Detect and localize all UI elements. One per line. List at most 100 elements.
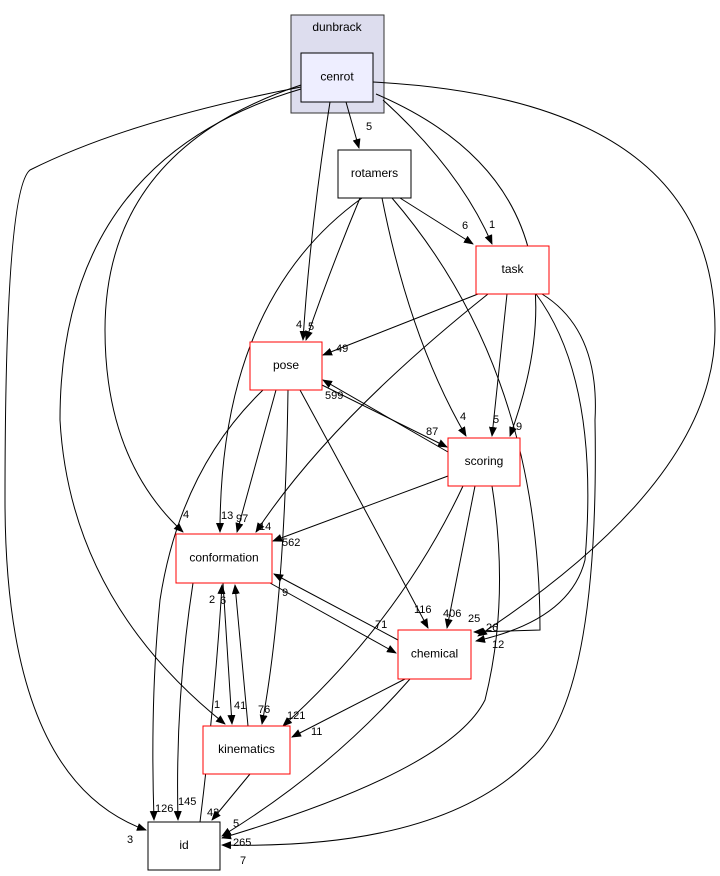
edge-label[interactable]: 13	[221, 510, 233, 522]
edge-rotamers-to-task[interactable]: 6	[399, 197, 474, 245]
edge-scoring-to-conformation[interactable]: 562	[272, 475, 449, 549]
edge-task-to-pose[interactable]: 49	[322, 293, 479, 356]
edge-pose-to-id[interactable]: 145	[149, 389, 264, 821]
edge-label[interactable]: 12	[492, 639, 504, 651]
edge-chemical-to-kinematics[interactable]: 11	[291, 678, 406, 738]
node-scoring[interactable]: scoring	[447, 437, 521, 487]
node-conformation[interactable]: conformation	[175, 533, 273, 584]
edge-scoring-to-pose[interactable]: 599	[322, 379, 449, 453]
edge-rotamers-to-scoring[interactable]: 4	[381, 197, 467, 437]
node-id[interactable]: id	[147, 821, 221, 871]
edge-cenrot-to-pose[interactable]: 4	[296, 101, 331, 341]
edge-label[interactable]: 76	[258, 704, 270, 716]
edge-label[interactable]: 406	[443, 608, 461, 620]
edge-rotamers-to-chemical[interactable]: 25	[391, 197, 541, 636]
edge-label[interactable]: 145	[178, 796, 196, 808]
edge-conformation-to-kinematics[interactable]: 41	[222, 582, 246, 725]
edge-line	[282, 485, 464, 727]
edge-line	[235, 389, 277, 533]
edge-label[interactable]: 1	[489, 219, 495, 231]
edge-label[interactable]: 41	[234, 700, 246, 712]
edge-scoring-to-id[interactable]: 265	[221, 485, 501, 849]
edge-label[interactable]: 49	[336, 343, 348, 355]
edge-label[interactable]: 1	[214, 699, 220, 711]
edge-label[interactable]: 71	[375, 619, 387, 631]
edge-rotamers-to-pose[interactable]: 5	[305, 197, 361, 341]
edge-cenrot-to-scoring[interactable]: 9	[375, 93, 537, 437]
edge-label[interactable]: 5	[308, 321, 314, 333]
edge-line	[382, 99, 493, 245]
edge-line	[255, 293, 489, 533]
edge-chemical-to-conformation[interactable]: 9	[273, 573, 399, 641]
edge-kinematics-to-id[interactable]: 43	[207, 773, 251, 821]
edge-label[interactable]: 6	[462, 220, 468, 232]
edge-label[interactable]: 43	[207, 807, 219, 819]
edge-conformation-to-chemical[interactable]: 71	[269, 582, 397, 654]
edge-label[interactable]: 11	[311, 726, 322, 738]
node-rotamers[interactable]: rotamers	[337, 149, 412, 199]
edge-pose-to-chemical[interactable]: 116	[299, 389, 432, 629]
edge-cenrot-to-kinematics[interactable]: 1	[59, 88, 302, 725]
edge-cenrot-to-rotamers[interactable]: 5	[345, 101, 372, 149]
node-pose[interactable]: pose	[249, 341, 323, 391]
edge-task-to-id[interactable]: 7	[221, 293, 596, 867]
edge-line	[345, 101, 361, 149]
edge-line	[199, 584, 226, 823]
edge-chemical-to-id[interactable]: 5	[221, 678, 411, 837]
edge-label[interactable]: 5	[366, 121, 372, 133]
edge-label[interactable]: 9	[516, 421, 522, 433]
edge-id-to-conformation[interactable]: 2	[199, 584, 226, 823]
edge-label[interactable]: 5	[493, 414, 499, 426]
node-label: conformation	[189, 551, 258, 565]
edge-label[interactable]: 126	[155, 803, 173, 815]
edge-pose-to-conformation[interactable]: 97	[235, 389, 277, 533]
edge-label[interactable]: 2	[209, 594, 215, 606]
edge-label[interactable]: 3	[127, 834, 133, 846]
edge-cenrot-to-id[interactable]: 3	[4, 86, 302, 846]
node-label: rotamers	[351, 166, 398, 180]
edge-line	[231, 584, 249, 727]
edge-cenrot-to-task[interactable]: 1	[382, 99, 495, 245]
edge-line	[149, 389, 264, 821]
edge-label[interactable]: 5	[233, 818, 239, 830]
edge-label[interactable]: 87	[426, 426, 438, 438]
edge-label[interactable]: 97	[236, 513, 248, 525]
edge-cenrot-to-conformation[interactable]: 4	[104, 84, 302, 533]
edge-line	[216, 197, 363, 533]
edge-label[interactable]: 7	[240, 855, 246, 867]
node-label: task	[501, 262, 524, 276]
edge-label[interactable]: 4	[183, 509, 189, 521]
edge-label[interactable]: 25	[468, 613, 480, 625]
node-kinematics[interactable]: kinematics	[202, 725, 291, 775]
edge-line	[475, 293, 589, 643]
edge-label[interactable]: 265	[233, 837, 251, 849]
edge-label[interactable]: 4	[460, 411, 466, 423]
edge-line	[399, 197, 474, 245]
edge-label[interactable]: 9	[282, 587, 288, 599]
node-label: cenrot	[320, 70, 354, 84]
node-label: pose	[273, 358, 299, 372]
edge-scoring-to-chemical[interactable]: 406	[443, 485, 476, 629]
edge-line	[173, 582, 194, 821]
edge-line	[488, 293, 508, 437]
edge-label[interactable]: 14	[259, 521, 271, 533]
edge-task-to-conformation[interactable]: 14	[255, 293, 489, 533]
edge-line	[222, 582, 236, 725]
node-chemical[interactable]: chemical	[397, 629, 472, 680]
edge-label[interactable]: 121	[287, 710, 305, 722]
edge-label[interactable]: 562	[282, 537, 300, 549]
edge-conformation-to-id[interactable]: 126	[155, 582, 194, 821]
edge-label[interactable]: 4	[296, 319, 302, 331]
edge-kinematics-to-conformation[interactable]: 6	[220, 584, 249, 727]
edge-scoring-to-kinematics[interactable]: 121	[282, 485, 464, 727]
edge-label[interactable]: 599	[325, 390, 343, 402]
node-cenrot[interactable]: cenrot	[300, 52, 374, 103]
edge-rotamers-to-conformation[interactable]: 13	[216, 197, 363, 533]
edge-line	[299, 101, 331, 341]
edge-label[interactable]: 6	[220, 595, 226, 607]
edge-line	[291, 678, 406, 738]
edge-label[interactable]: 116	[414, 604, 432, 616]
node-task[interactable]: task	[475, 245, 550, 295]
edge-task-to-scoring[interactable]: 5	[488, 293, 508, 437]
edge-cenrot-to-chemical[interactable]: 26	[372, 81, 716, 637]
